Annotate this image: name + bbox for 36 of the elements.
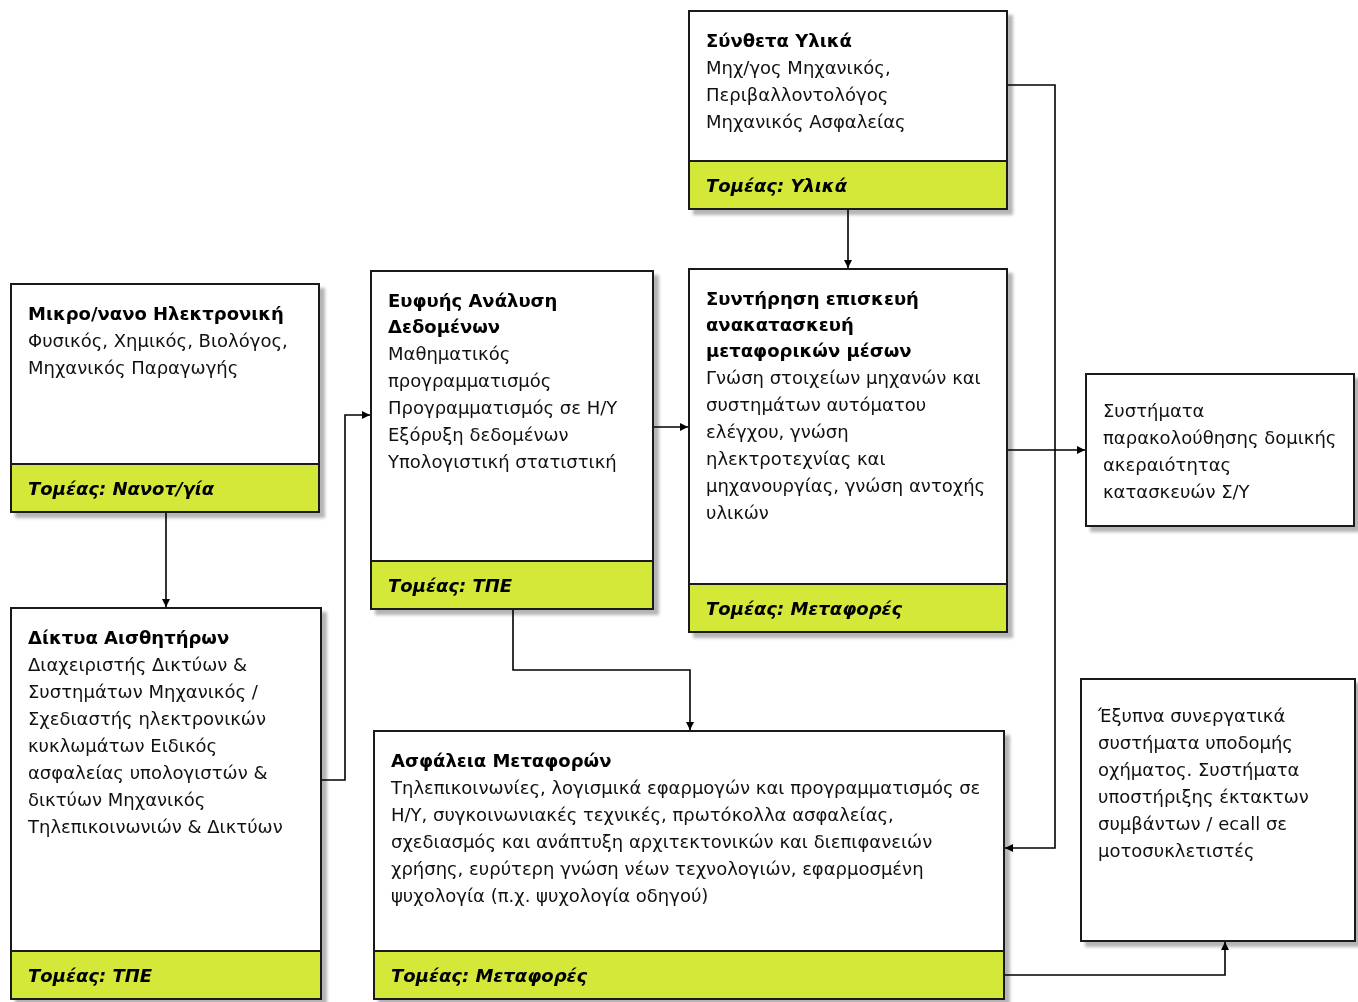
box-text: Έξυπνα συνεργατικά συστήματα υποδομής οχήματος. Συστήματα υποστήριξης έκτακτων συμβάντων / ecall σε μοτοσυκλετιστές <box>1098 704 1310 863</box>
box-text: Συστήματα παρακολούθησης δομικής ακεραιότητας κατασκευών Σ/Υ <box>1103 399 1337 504</box>
sector-band: Τομέας: Νανοτ/γία <box>12 463 318 511</box>
sector-band: Τομέας: Υλικά <box>690 160 1006 208</box>
arrow <box>844 209 852 269</box>
process-box <box>373 730 1005 1000</box>
sector-band: Τομέας: ΤΠΕ <box>372 560 652 608</box>
arrow <box>512 609 694 731</box>
sector-band: Τομέας: Μεταφορές <box>375 950 1003 998</box>
box-heading: Ασφάλεια Μεταφορών <box>391 749 613 773</box>
box-heading: Ευφυής Ανάλυση Δεδομένων <box>388 289 559 339</box>
arrow <box>653 423 689 431</box>
process-box <box>370 270 654 610</box>
arrow <box>321 411 371 781</box>
box-heading: Μικρο/νανο Ηλεκτρονική <box>28 302 285 326</box>
process-box <box>688 10 1008 210</box>
process-box <box>1085 373 1355 527</box>
box-text: Γνώση στοιχείων μηχανών και συστημάτων αυτόματου ελέγχου, γνώση ηλεκτροτεχνίας και μηχανουργίας, γνώση αντοχής υλικών <box>706 366 987 525</box>
arrow <box>1004 941 1229 976</box>
box-text: Μαθηματικός προγραμματισμός Προγραμματισμός σε Η/Υ Εξόρυξη δεδομένων Υπολογιστική στατιστική <box>388 342 619 474</box>
box-text: Τηλεπικοινωνίες, λογισμικά εφαρμογών και προγραμματισμός σε Η/Υ, συγκοινωνιακές τεχνικές, πρωτόκολλα ασφαλείας, σχεδιασμός και ανάπτυξη αρχιτεκτονικών και διεπιφανειών χρήσης, ευρύτερη γνώση νέων τεχνολογιών, εφαρμοσμένη ψυχολογία (π.χ. ψυχολογία οδηγού) <box>391 776 982 908</box>
box-heading: Συντήρηση επισκευή ανακατασκευή μεταφορικών μέσων <box>706 287 920 363</box>
arrow <box>1004 84 1056 852</box>
box-heading: Δίκτυα Αισθητήρων <box>28 626 231 650</box>
process-box <box>10 283 320 513</box>
process-box <box>10 607 322 1000</box>
box-text: Μηχ/γος Μηχανικός, Περιβαλλοντολόγος Μηχανικός Ασφαλείας <box>706 56 907 134</box>
arrow <box>1007 446 1086 454</box>
arrow <box>162 512 170 608</box>
sector-band: Τομέας: Μεταφορές <box>690 583 1006 631</box>
box-text: Φυσικός, Χημικός, Βιολόγος, Μηχανικός Παραγωγής <box>28 329 289 380</box>
sector-band: Τομέας: ΤΠΕ <box>12 950 320 998</box>
process-box <box>1080 678 1356 942</box>
box-heading: Σύνθετα Υλικά <box>706 29 853 53</box>
box-text: Διαχειριστής Δικτύων & Συστημάτων Μηχανικός / Σχεδιαστής ηλεκτρονικών κυκλωμάτων Ειδικός ασφαλείας υπολογιστών & δικτύων Μηχανικός Τηλεπικοινωνιών & Δικτύων <box>28 653 284 839</box>
process-box <box>688 268 1008 633</box>
